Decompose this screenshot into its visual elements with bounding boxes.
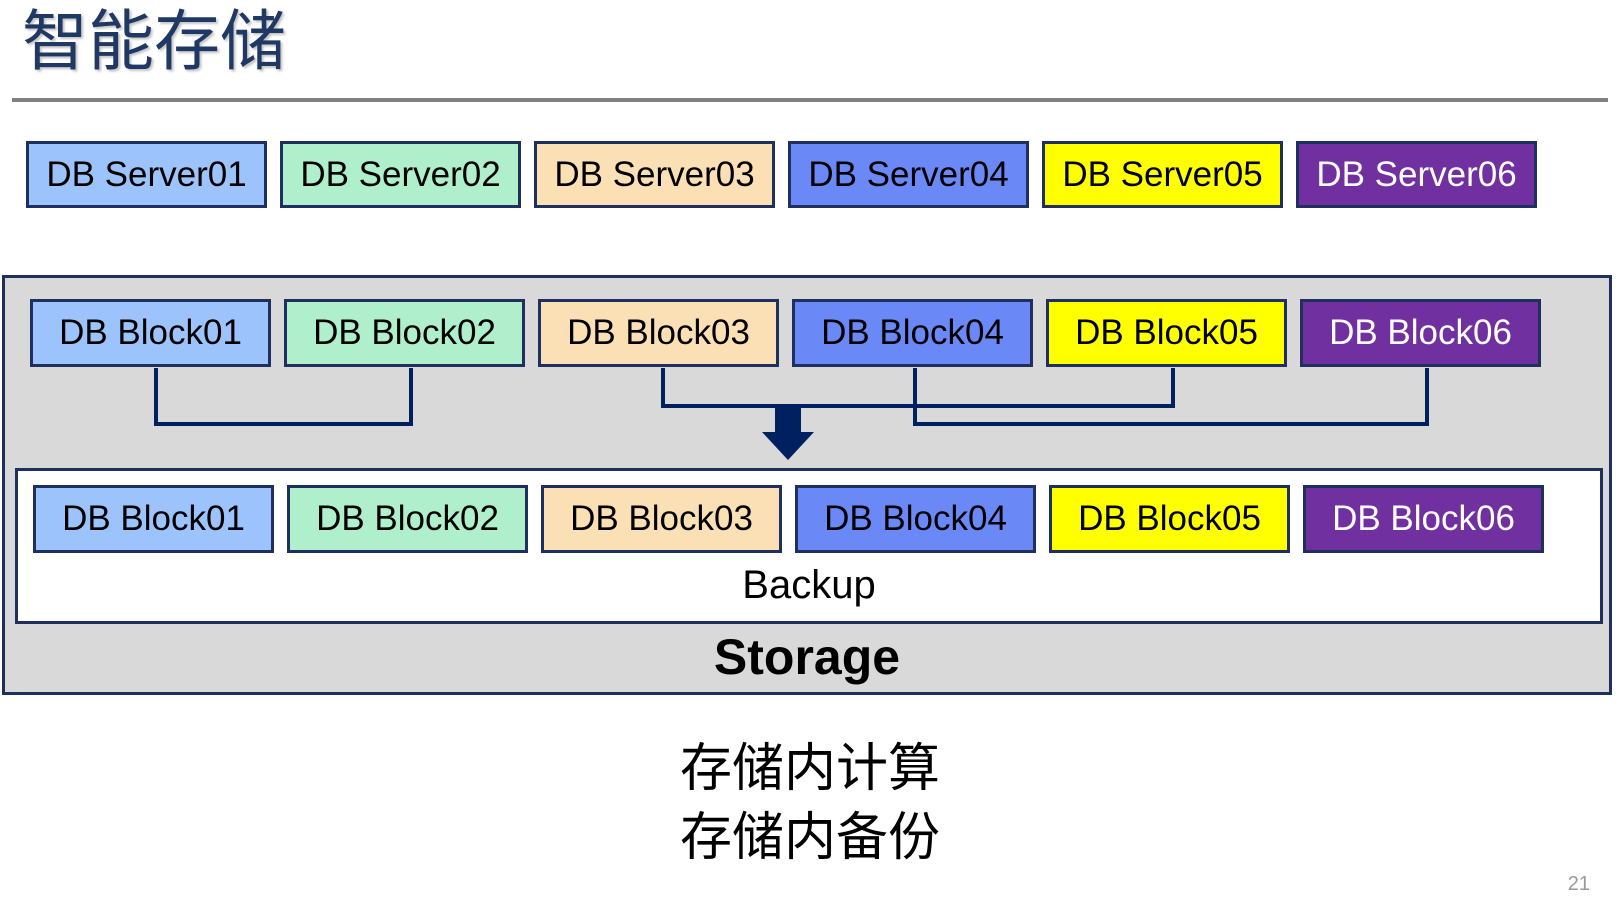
page-number: 21 bbox=[1567, 873, 1590, 895]
storage-container: DB Block01 DB Block02 DB Block03 DB Block04… bbox=[2, 275, 1612, 695]
db-block-chip-primary-1[interactable]: DB Block01 bbox=[30, 299, 271, 367]
db-block-chip-backup-label: DB Block01 bbox=[62, 499, 245, 538]
arrow-shaft bbox=[775, 408, 801, 434]
db-server-chip-2[interactable]: DB Server02 bbox=[280, 141, 521, 208]
db-server-chip-label: DB Server02 bbox=[300, 154, 501, 194]
db-server-chip-label: DB Server06 bbox=[1316, 154, 1517, 194]
db-block-chip-backup-6[interactable]: DB Block06 bbox=[1303, 485, 1544, 553]
title-divider bbox=[12, 98, 1608, 102]
db-server-chip-label: DB Server04 bbox=[808, 154, 1009, 194]
db-block-chip-primary-2[interactable]: DB Block02 bbox=[284, 299, 525, 367]
db-block-chip-primary-4[interactable]: DB Block04 bbox=[792, 299, 1033, 367]
db-block-chip-backup-3[interactable]: DB Block03 bbox=[541, 485, 782, 553]
bracket-block04-block06-right bbox=[1425, 368, 1429, 426]
db-server-chip-5[interactable]: DB Server05 bbox=[1042, 141, 1283, 208]
bracket-block03-block05-bottom bbox=[661, 404, 1175, 408]
db-block-chip-backup-label: DB Block05 bbox=[1078, 499, 1261, 538]
db-server-chip-label: DB Server03 bbox=[554, 154, 755, 194]
db-server-chip-4[interactable]: DB Server04 bbox=[788, 141, 1029, 208]
db-block-chip-primary-3[interactable]: DB Block03 bbox=[538, 299, 779, 367]
db-block-chip-backup-1[interactable]: DB Block01 bbox=[33, 485, 274, 553]
footer-text: 存储内计算存储内备份 bbox=[0, 735, 1620, 873]
backup-label: Backup bbox=[742, 563, 876, 607]
footer-line-2: 存储内备份 bbox=[679, 809, 940, 868]
storage-label: Storage bbox=[713, 629, 901, 685]
db-block-chip-primary-label: DB Block03 bbox=[567, 313, 750, 352]
db-server-chip-label: DB Server05 bbox=[1062, 154, 1263, 194]
db-server-chip-3[interactable]: DB Server03 bbox=[534, 141, 775, 208]
db-block-chip-primary-label: DB Block05 bbox=[1075, 313, 1258, 352]
db-block-chip-backup-label: DB Block06 bbox=[1332, 499, 1515, 538]
arrow-head bbox=[762, 432, 814, 460]
db-block-chip-backup-2[interactable]: DB Block02 bbox=[287, 485, 528, 553]
db-block-chip-primary-label: DB Block02 bbox=[313, 313, 496, 352]
db-server-chip-1[interactable]: DB Server01 bbox=[26, 141, 267, 208]
bracket-block03-block05-left bbox=[661, 368, 665, 408]
bracket-block04-block06-bottom bbox=[913, 422, 1429, 426]
page-title: 智能存储 bbox=[22, 4, 286, 78]
backup-box: DB Block01 DB Block02 DB Block03 DB Block04… bbox=[15, 468, 1603, 624]
db-block-chip-primary-label: DB Block01 bbox=[59, 313, 242, 352]
db-block-chip-backup-label: DB Block03 bbox=[570, 499, 753, 538]
bracket-block04-block06-left bbox=[913, 368, 917, 426]
db-block-chip-primary-5[interactable]: DB Block05 bbox=[1046, 299, 1287, 367]
bracket-block01-block02-right bbox=[409, 368, 413, 426]
footer-line-1: 存储内计算 bbox=[679, 740, 940, 798]
db-block-chip-backup-4[interactable]: DB Block04 bbox=[795, 485, 1036, 553]
db-block-chip-primary-6[interactable]: DB Block06 bbox=[1300, 299, 1541, 367]
down-arrow-icon bbox=[762, 408, 814, 460]
bracket-block01-block02-bottom bbox=[154, 422, 413, 426]
db-block-chip-backup-label: DB Block02 bbox=[316, 499, 499, 538]
db-block-chip-backup-5[interactable]: DB Block05 bbox=[1049, 485, 1290, 553]
bracket-block03-block05-right bbox=[1171, 368, 1175, 408]
db-block-chip-primary-label: DB Block04 bbox=[821, 313, 1004, 352]
db-block-chip-primary-label: DB Block06 bbox=[1329, 313, 1512, 352]
bracket-block01-block02-left bbox=[154, 368, 158, 426]
db-server-chip-label: DB Server01 bbox=[46, 154, 247, 194]
db-block-chip-backup-label: DB Block04 bbox=[824, 499, 1007, 538]
db-server-chip-6[interactable]: DB Server06 bbox=[1296, 141, 1537, 208]
